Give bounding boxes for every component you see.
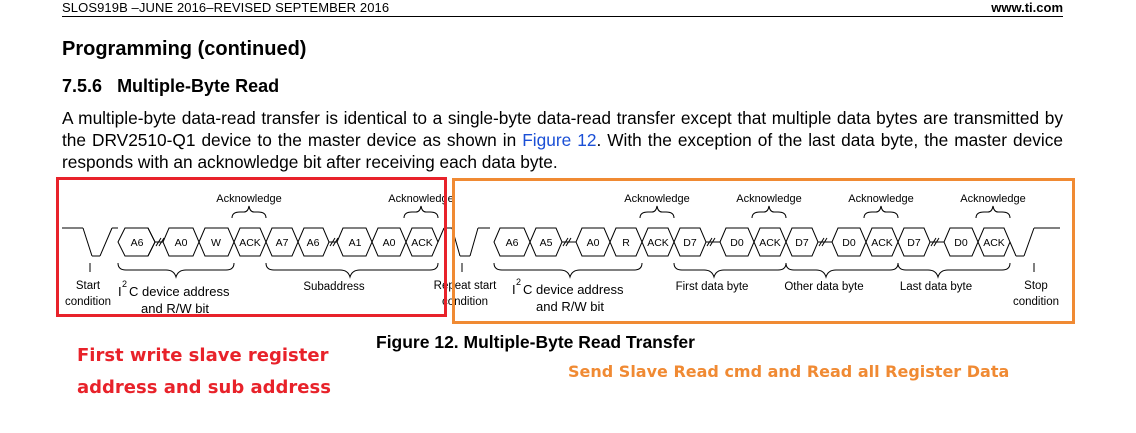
read-phase-annotation: Send Slave Read cmd and Read all Registe… [568,362,1010,381]
cell-d0: D0 [730,237,744,249]
cell-d0: D0 [842,237,856,249]
subaddress-label: Subaddress [303,281,365,293]
cell-a5: A5 [540,237,553,249]
stop-label-1: Stop [1024,280,1048,292]
cell-ack: ACK [239,237,261,249]
cell-a0: A0 [175,237,188,249]
ack-label-3: Acknowledge [624,193,689,205]
subsection-number: 7.5.6 [62,76,103,96]
i2c-label-sup-2: 2 [516,277,521,287]
repeat-start-label-1: Repeat start [434,280,497,292]
first-data-byte-label: First data byte [676,281,749,293]
write-phase-highlight [56,177,447,317]
cell-d7: D7 [795,237,809,249]
i2c-label-text: C device address [129,284,230,299]
header-rule [62,16,1063,17]
cell-ack: ACK [759,237,781,249]
figure-link[interactable]: Figure 12 [522,130,597,150]
section-title: Programming (continued) [62,38,307,60]
other-data-byte-label: Other data byte [784,281,863,293]
cell-a6: A6 [307,237,320,249]
stop-label-2: condition [1013,296,1059,308]
start-label-2: condition [65,296,111,308]
cell-d7: D7 [683,237,697,249]
cell-a1: A1 [349,237,362,249]
cell-a0: A0 [587,237,600,249]
ack-label-1: Acknowledge [216,193,281,205]
subsection-title: 7.5.6 Multiple-Byte Read [62,76,279,97]
last-data-byte-label: Last data byte [900,281,972,293]
i2c-label-text-2: C device address [523,282,624,297]
cell-ack: ACK [871,237,893,249]
i2c-label-i: I [118,284,122,299]
start-label-1: Start [76,280,101,292]
cell-d7: D7 [907,237,921,249]
cell-a6: A6 [506,237,519,249]
ack-label-4: Acknowledge [736,193,801,205]
cell-d0: D0 [954,237,968,249]
figure-caption: Figure 12. Multiple-Byte Read Transfer [376,332,695,352]
cell-a0: A0 [383,237,396,249]
cell-a6: A6 [131,237,144,249]
write-annotation-line-2: address and sub address [77,377,331,398]
read-phase-highlight [452,178,1075,324]
cell-r: R [622,237,630,249]
i2c-label-rw-2: and R/W bit [536,299,604,314]
ack-label-5: Acknowledge [848,193,913,205]
cell-ack: ACK [647,237,669,249]
site-link[interactable]: www.ti.com [991,0,1063,15]
i2c-label-rw: and R/W bit [141,301,209,316]
cell-ack: ACK [983,237,1005,249]
cell-ack: ACK [411,237,433,249]
i2c-label-i-2: I [512,282,516,297]
subsection-name: Multiple-Byte Read [117,76,280,96]
write-phase-annotation: First write slave register address and s… [77,340,331,404]
paragraph-text-2: . With the exception of the last data by… [62,130,1063,172]
i2c-label-sup: 2 [122,279,127,289]
ack-label-6: Acknowledge [960,193,1025,205]
ack-label-2: Acknowledge [388,193,453,205]
cell-a7: A7 [276,237,289,249]
body-paragraph: A multiple-byte data-read transfer is id… [62,107,1063,173]
write-annotation-line-1: First write slave register [77,345,329,366]
cell-w: W [211,237,221,249]
doc-id: SLOS919B –JUNE 2016–REVISED SEPTEMBER 20… [62,0,390,15]
paragraph-text-1: A multiple-byte data-read transfer is id… [62,108,1063,150]
